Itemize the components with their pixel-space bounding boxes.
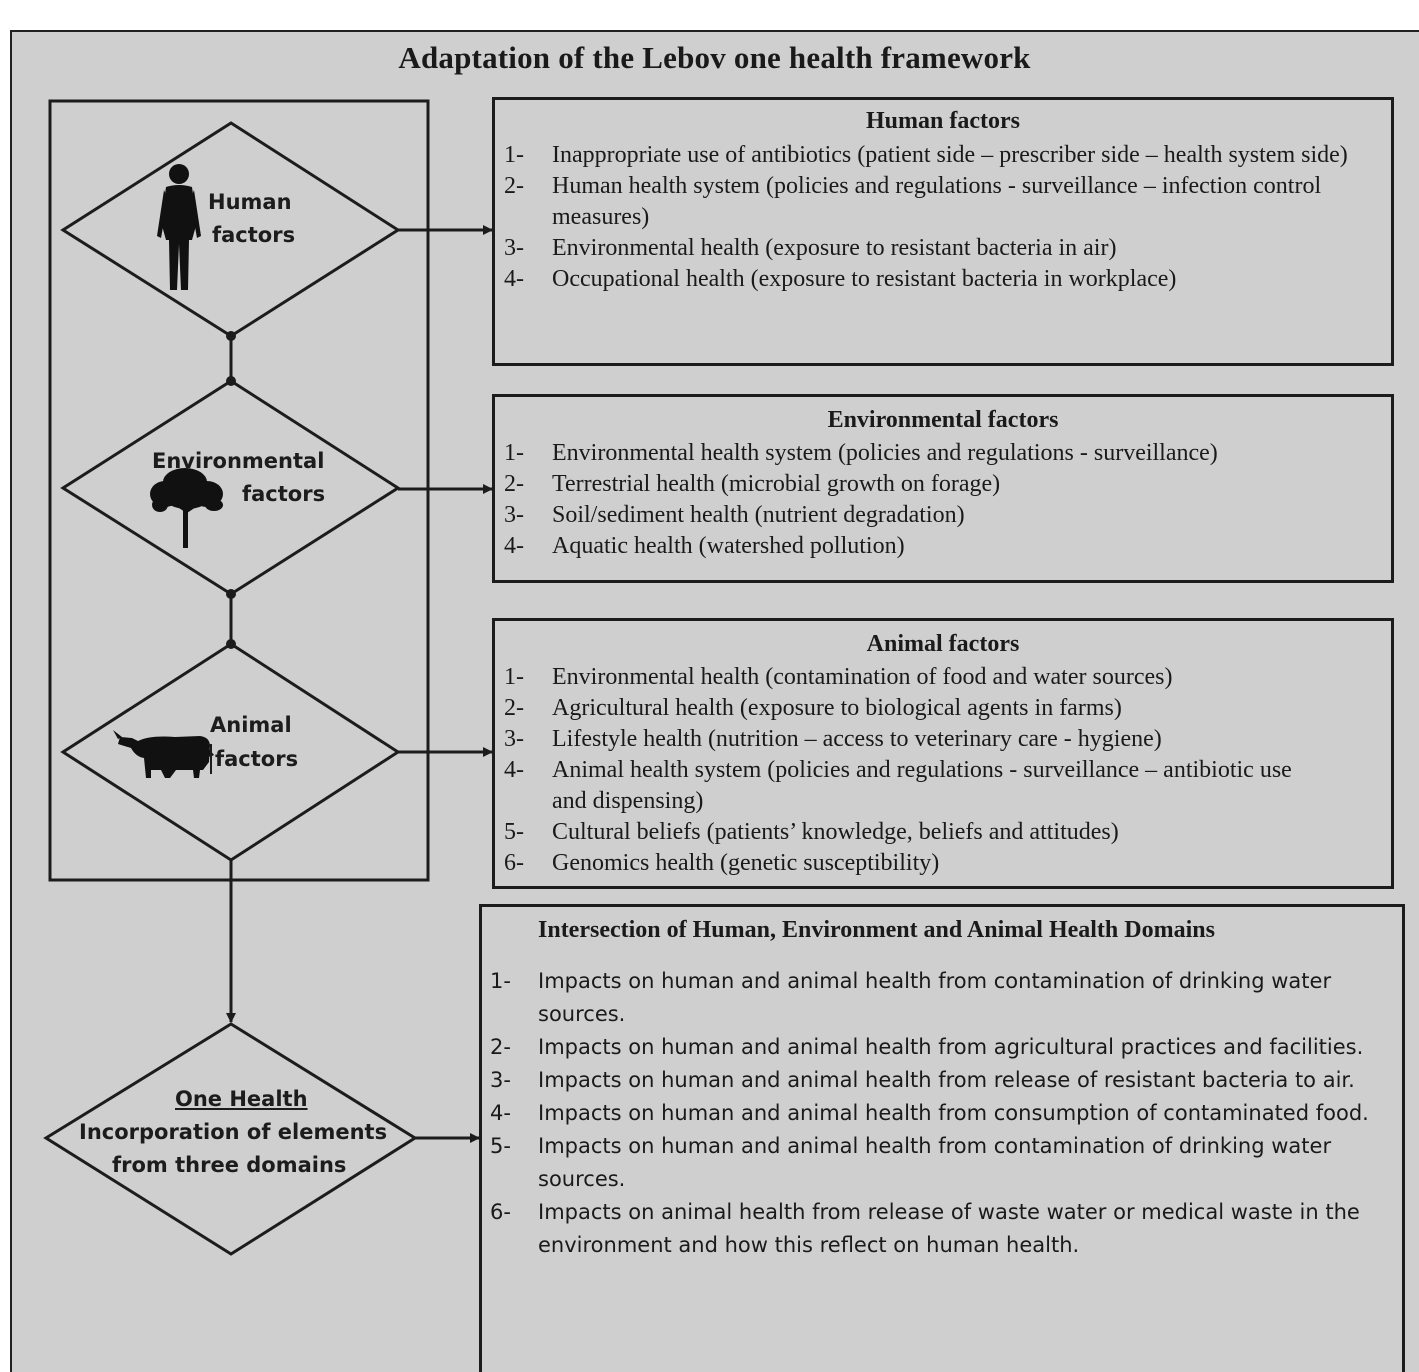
intersection-list: 1-Impacts on human and animal health fro… [490,965,1380,1262]
human-figure-icon [157,164,201,290]
connector-dot [226,639,236,649]
list-item: 1-Environmental health system (policies … [504,440,1218,466]
list-item: 5-Impacts on human and animal health fro… [490,1134,1332,1191]
list-item: 4-Impacts on human and animal health fro… [490,1101,1369,1125]
connector-dot [226,331,236,341]
list-item: 1-Environmental health (contamination of… [504,664,1173,690]
environmental-factors-diamond [60,379,401,596]
diagram-title: Adaptation of the Lebov one health frame… [398,40,1031,75]
environmental-factors-title: Environmental factors [827,407,1059,433]
environmental-factors-box: Environmental factors 1-Environmental he… [492,394,1394,583]
animal-diamond-label-line1: Animal [210,713,292,737]
list-item: 3-Lifestyle health (nutrition – access t… [504,726,1162,752]
list-item: 4-Animal health system (policies and reg… [504,757,1292,814]
list-item: 2-Terrestrial health (microbial growth o… [504,471,1001,497]
environmental-factors-list: 1-Environmental health system (policies … [504,438,1384,562]
list-item: 4-Occupational health (exposure to resis… [504,266,1177,292]
list-item: 6-Genomics health (genetic susceptibilit… [504,850,940,876]
connector-dot [226,376,236,386]
human-diamond-label-line2: factors [212,223,296,247]
connector-dot [226,589,236,599]
list-item: 6-Impacts on animal health from release … [490,1200,1360,1257]
list-item: 5-Cultural beliefs (patients’ knowledge,… [504,819,1119,845]
list-item: 2-Agricultural health (exposure to biolo… [504,695,1122,721]
list-item: 3-Impacts on human and animal health fro… [490,1068,1355,1092]
human-factors-list: 1-Inappropriate use of antibiotics (pati… [504,140,1379,295]
one-health-diamond [43,1022,418,1256]
human-factors-box: Human factors 1-Inappropriate use of ant… [492,97,1394,366]
list-item: 1-Inappropriate use of antibiotics (pati… [504,142,1348,168]
human-diamond-label-line1: Human [208,190,292,214]
list-item: 1-Impacts on human and animal health fro… [490,969,1332,1026]
cow-icon [113,730,214,778]
one-health-label-line2: Incorporation of elements [79,1120,388,1144]
tree-icon [150,468,223,548]
animal-factors-box: Animal factors 1-Environmental health (c… [492,618,1394,889]
animal-diamond-label-line2: factors [210,744,298,774]
one-health-label-line3: from three domains [112,1153,347,1177]
list-item: 3-Soil/sediment health (nutrient degrada… [504,502,965,528]
intersection-box: Intersection of Human, Environment and A… [479,904,1405,1372]
environmental-diamond-label-line1: Environmental [152,449,325,473]
one-health-label-title: One Health [175,1087,308,1111]
intersection-title: Intersection of Human, Environment and A… [538,917,1215,943]
human-factors-title: Human factors [866,108,1020,134]
list-item: 2-Impacts on human and animal health fro… [490,1035,1364,1059]
list-item: 3-Environmental health (exposure to resi… [504,235,1117,261]
environmental-diamond-label-line2: factors [242,482,326,506]
animal-factors-title: Animal factors [866,631,1020,657]
list-item: 4-Aquatic health (watershed pollution) [504,533,905,559]
animal-factors-list: 1-Environmental health (contamination of… [504,662,1304,879]
list-item: 2-Human health system (policies and regu… [504,173,1322,230]
diagram-frame [10,30,1419,1372]
